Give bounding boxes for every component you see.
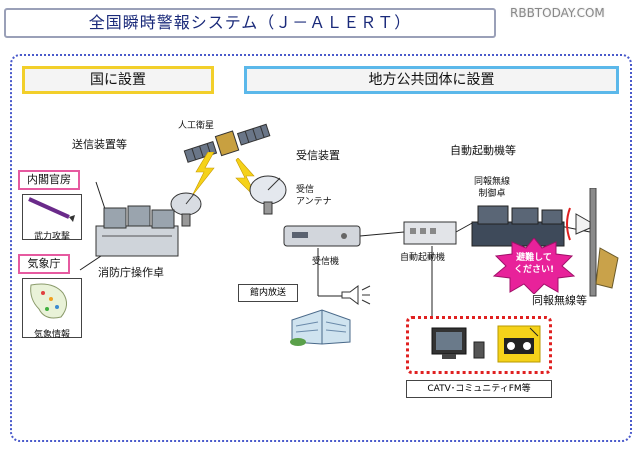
- receiver-group-label: 受信装置: [296, 149, 340, 162]
- tv-icon: [431, 327, 467, 359]
- receive-antenna-icon: [249, 175, 287, 215]
- cabinet-office-label: 内閣官房: [18, 170, 80, 190]
- radio-icon: [497, 325, 541, 363]
- in-house-broadcast-label: 館内放送: [238, 284, 298, 302]
- radio-control-label: 同報無線 制御卓: [474, 177, 511, 199]
- radio-control-console-icon: [471, 205, 565, 247]
- armed-attack-panel: 武力攻撃: [22, 194, 82, 242]
- evacuate-text: 避難して ください!: [513, 253, 555, 275]
- auto-starter-label: 自動起動機: [400, 253, 446, 263]
- diagram-frame: [10, 54, 632, 442]
- building-icon: [290, 309, 351, 346]
- jma-label: 気象庁: [18, 254, 70, 274]
- satellite-label: 人工衛星: [178, 121, 215, 131]
- local-header: 地方公共団体に設置: [244, 66, 619, 94]
- uplink-lightning-icon: [191, 152, 215, 196]
- receive-antenna-label: 受信 アンテナ: [296, 185, 332, 207]
- catv-label: CATV･コミュニティFM等: [406, 380, 552, 398]
- radio-system-label: 同報無線等: [532, 294, 587, 307]
- speaker-icon: [341, 285, 371, 305]
- transmit-dish-icon: [170, 192, 202, 227]
- transmitter-group-label: 送信装置等: [72, 138, 127, 151]
- missile-icon: [28, 197, 75, 222]
- auto-group-label: 自動起動機等: [450, 144, 516, 157]
- fdma-console-label: 消防庁操作卓: [98, 266, 164, 279]
- outdoor-speaker-pole-icon: [566, 188, 619, 297]
- satellite-icon: [183, 123, 271, 163]
- catv-group-frame: [406, 316, 552, 374]
- auto-starter-icon: [403, 221, 457, 245]
- national-header: 国に設置: [22, 66, 214, 94]
- receiver-label: 受信機: [312, 257, 340, 267]
- receiver-icon: [283, 225, 361, 247]
- weather-map-icon: [30, 283, 67, 319]
- weather-info-panel: 気象情報: [22, 278, 82, 340]
- fdma-console-icon: [95, 205, 179, 257]
- armed-attack-label: 武力攻撃: [33, 232, 70, 242]
- watermark: RBBTODAY.COM: [510, 6, 605, 20]
- page-title: 全国瞬時警報システム（Ｊ－ＡＬＥＲＴ）: [4, 8, 496, 38]
- weather-info-label: 気象情報: [33, 330, 70, 340]
- evacuate-alert-icon: [492, 238, 576, 294]
- set-top-box-icon: [473, 341, 485, 359]
